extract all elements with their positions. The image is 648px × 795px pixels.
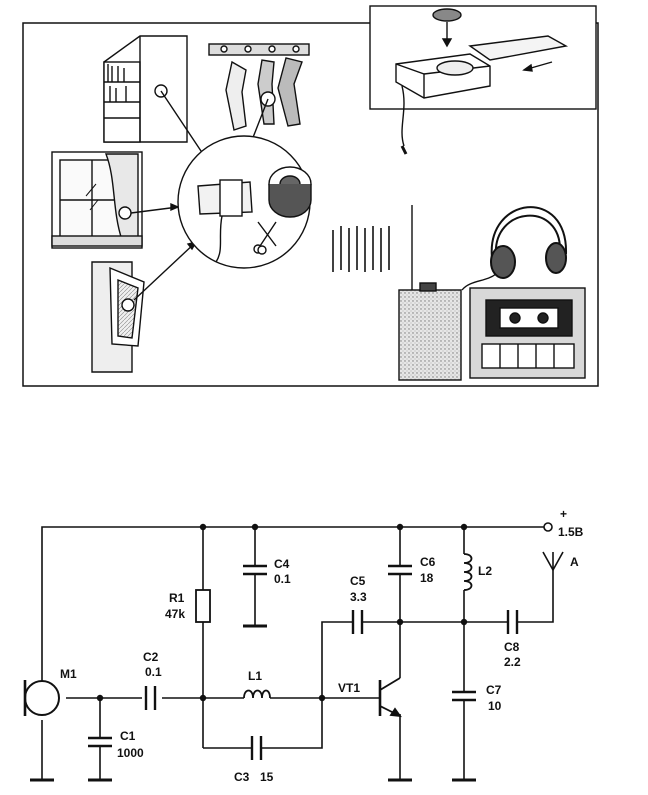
c4-ref-label: C4 bbox=[274, 557, 290, 571]
c7-ref-label: C7 bbox=[486, 683, 502, 697]
capacitor-c6 bbox=[388, 564, 412, 576]
antenna-icon bbox=[542, 551, 564, 572]
c4-value-label: 0.1 bbox=[274, 572, 291, 586]
scissors-icon bbox=[253, 221, 277, 255]
c2-value-label: 0.1 bbox=[145, 665, 162, 679]
r1-value-label: 47k bbox=[165, 607, 185, 621]
c6-value-label: 18 bbox=[420, 571, 434, 585]
c6-ref-label: C6 bbox=[420, 555, 436, 569]
capacitor-c1 bbox=[88, 736, 112, 748]
signal-waves bbox=[332, 226, 390, 272]
wires bbox=[41, 526, 554, 780]
schematic bbox=[23, 522, 564, 782]
c8-value-label: 2.2 bbox=[504, 655, 521, 669]
supply-plus-label: + bbox=[560, 507, 567, 521]
l1-label: L1 bbox=[248, 669, 262, 683]
bookcase-scene bbox=[103, 35, 211, 165]
illustration-panel bbox=[22, 5, 599, 387]
l2-label: L2 bbox=[478, 564, 492, 578]
schematic-labels: + 1.5B A M1 C1 1000 C2 0.1 C3 15 C4 0.1 … bbox=[60, 507, 584, 784]
capacitor-c5 bbox=[351, 610, 364, 634]
inductor-l1 bbox=[243, 689, 271, 699]
bug-device-scene bbox=[177, 135, 312, 269]
capacitor-c4 bbox=[243, 564, 267, 576]
c3-ref-label: C3 bbox=[234, 770, 250, 784]
vt1-label: VT1 bbox=[338, 681, 360, 695]
coat-rack-scene bbox=[208, 43, 310, 160]
headphones-scene bbox=[461, 206, 568, 291]
transistor-vt1 bbox=[378, 677, 402, 718]
c5-ref-label: C5 bbox=[350, 574, 366, 588]
capacitor-c7 bbox=[452, 690, 476, 702]
capacitor-c8 bbox=[506, 610, 519, 634]
supply-terminal bbox=[543, 522, 553, 532]
junctions bbox=[96, 523, 468, 702]
c2-ref-label: C2 bbox=[143, 650, 159, 664]
mirror-scene bbox=[91, 240, 198, 373]
capacitor-c2 bbox=[144, 686, 157, 710]
cassette-recorder-scene bbox=[469, 287, 586, 379]
c7-value-label: 10 bbox=[488, 699, 502, 713]
c5-value-label: 3.3 bbox=[350, 590, 367, 604]
c3-value-label: 15 bbox=[260, 770, 274, 784]
battery-case-scene bbox=[369, 5, 597, 155]
c1-ref-label: C1 bbox=[120, 729, 136, 743]
c8-ref-label: C8 bbox=[504, 640, 520, 654]
antenna-label: A bbox=[570, 555, 579, 569]
c1-value-label: 1000 bbox=[117, 746, 144, 760]
inductor-l2 bbox=[463, 553, 473, 591]
m1-label: M1 bbox=[60, 667, 77, 681]
microphone-m1 bbox=[23, 680, 60, 716]
resistor-r1 bbox=[195, 589, 211, 623]
receiver-scene bbox=[398, 205, 462, 381]
capacitor-c3 bbox=[250, 736, 263, 760]
supply-voltage-label: 1.5B bbox=[558, 525, 584, 539]
r1-ref-label: R1 bbox=[169, 591, 185, 605]
ground-symbols bbox=[30, 624, 476, 782]
window-scene bbox=[51, 151, 180, 249]
